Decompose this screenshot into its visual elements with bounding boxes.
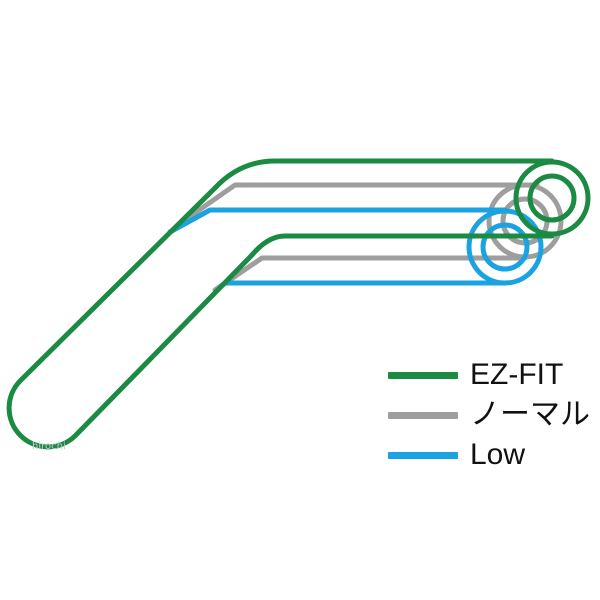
legend-item-low: Low [388, 435, 593, 475]
legend-item-normal: ノーマル [388, 395, 593, 435]
low-bar-end-inner [480, 222, 530, 272]
legend-swatch-low [388, 451, 458, 459]
ez-fit-bar-outline [6, 158, 555, 450]
legend-label-low: Low [470, 438, 526, 471]
legend-swatch-ez-fit [388, 371, 458, 379]
low-bar-top-edge [167, 207, 508, 235]
ez-fit-bar-end-inner [527, 173, 577, 223]
low-bar-end-outer [466, 208, 544, 286]
ez-fit-handlebar [6, 158, 591, 450]
ez-fit-bar-end-outer [513, 159, 591, 237]
legend-swatch-normal [388, 411, 458, 419]
low-handlebar [167, 207, 544, 286]
legend-label-normal: ノーマル [470, 398, 590, 431]
legend-item-ez-fit: EZ-FIT [388, 355, 593, 395]
normal-bar-top-edge [182, 182, 540, 223]
legend-label-ez-fit: EZ-FIT [470, 358, 564, 391]
watermark-text: hirochi [32, 441, 66, 452]
legend: EZ-FIT ノーマル Low [388, 355, 593, 475]
